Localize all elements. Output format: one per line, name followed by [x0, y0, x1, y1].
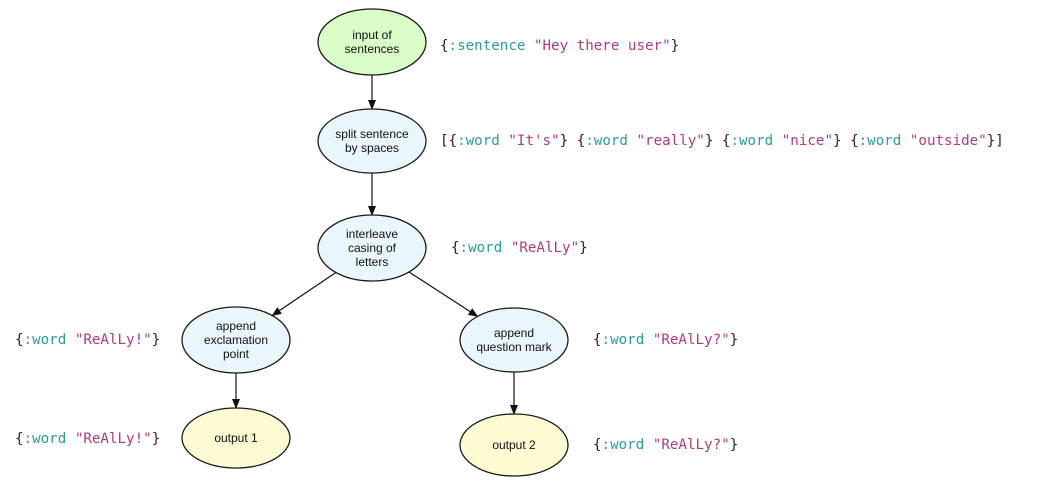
node-interleave-label-line: letters [356, 255, 389, 269]
node-append-question-shape [459, 307, 569, 373]
node-output-2-shape [459, 413, 569, 477]
annotation-append-exclamation: {:word "ReAlLy!"} [15, 333, 160, 347]
annotation-token: "outside" [909, 133, 987, 149]
node-output-2-label-line: output 2 [492, 438, 536, 452]
annotation-token: :word [730, 133, 774, 149]
annotation-output-2: {:word "ReAlLy?"} [593, 438, 738, 452]
annotation-token: } { [559, 133, 586, 149]
annotation-token: { [593, 437, 602, 453]
annotation-token [644, 437, 653, 453]
annotation-token: :word [585, 133, 628, 149]
annotation-split: [{:word "It's"} {:word "really"} {:word … [440, 134, 1004, 148]
annotation-token: } [579, 240, 588, 256]
annotation-token: } [729, 437, 739, 453]
annotation-token: :sentence [448, 38, 526, 54]
annotation-token: [{ [440, 133, 458, 149]
node-interleave-label-line: casing of [348, 241, 397, 255]
annotation-token: }] [986, 133, 1004, 149]
node-output-1: output 1 [181, 407, 291, 469]
edge-interleave-to-append-q [408, 271, 479, 317]
node-input-label-line: sentences [345, 42, 400, 56]
annotation-token: "really" [636, 133, 705, 149]
annotation-token: } { [832, 133, 859, 149]
annotation-output-1: {:word "ReAlLy!"} [15, 432, 160, 446]
annotation-token [644, 332, 653, 348]
annotation-token: "ReAlLy" [510, 240, 580, 256]
node-interleave-label-line: interleave [346, 227, 398, 241]
annotation-token [901, 133, 910, 149]
annotation-token [66, 431, 75, 447]
annotation-token: "nice" [781, 133, 833, 149]
annotation-token: } { [704, 133, 731, 149]
annotation-token: "ReAlLy!" [74, 332, 152, 348]
annotation-token: { [15, 332, 24, 348]
edge-interleave-to-append-excl [271, 271, 337, 317]
node-output-1-label-line: output 1 [214, 431, 258, 445]
annotation-token: } [670, 38, 680, 54]
annotation-token: } [151, 332, 161, 348]
annotation-token: { [15, 431, 24, 447]
annotation-token: :word [858, 133, 902, 149]
annotation-token: :word [23, 332, 67, 348]
annotation-token [773, 133, 782, 149]
annotation-input: {:sentence "Hey there user"} [440, 39, 679, 53]
annotation-token: :word [601, 332, 645, 348]
node-append-question-label-line: append [494, 326, 534, 340]
node-output-1-shape [181, 407, 291, 469]
node-append-exclamation-shape [181, 306, 291, 374]
annotation-token: :word [23, 431, 67, 447]
annotation-token [502, 240, 511, 256]
annotation-token: :word [601, 437, 645, 453]
annotation-token: "ReAlLy!" [74, 431, 152, 447]
annotation-token: { [440, 38, 449, 54]
node-append-exclamation-label-line: point [223, 347, 250, 361]
node-append-exclamation-label-line: append [216, 319, 256, 333]
annotation-token: { [451, 240, 460, 256]
node-interleave-shape [317, 214, 427, 282]
node-append-question-label-line: question mark [476, 340, 552, 354]
node-append-exclamation-label-line: exclamation [204, 333, 268, 347]
annotation-interleave: {:word "ReAlLy"} [451, 241, 588, 255]
annotation-token [628, 133, 637, 149]
annotation-token: { [593, 332, 602, 348]
node-input-label-line: input of [352, 28, 392, 42]
annotation-token: "ReAlLy?" [652, 332, 730, 348]
node-split-shape [317, 108, 427, 174]
node-output-2: output 2 [459, 413, 569, 477]
annotation-token: :word [459, 240, 503, 256]
annotation-token: :word [457, 133, 500, 149]
annotation-token [66, 332, 75, 348]
edges-layer [232, 75, 518, 415]
annotation-token: } [151, 431, 161, 447]
annotation-append-question: {:word "ReAlLy?"} [593, 333, 738, 347]
annotation-token [525, 38, 534, 54]
annotation-token: } [729, 332, 739, 348]
annotation-token: "It's" [508, 133, 560, 149]
node-split-label-line: split sentence [335, 127, 409, 141]
annotation-token: "Hey there user" [533, 38, 671, 54]
node-input-shape [317, 8, 427, 76]
node-split-label-line: by spaces [345, 141, 399, 155]
annotation-token: "ReAlLy?" [652, 437, 730, 453]
